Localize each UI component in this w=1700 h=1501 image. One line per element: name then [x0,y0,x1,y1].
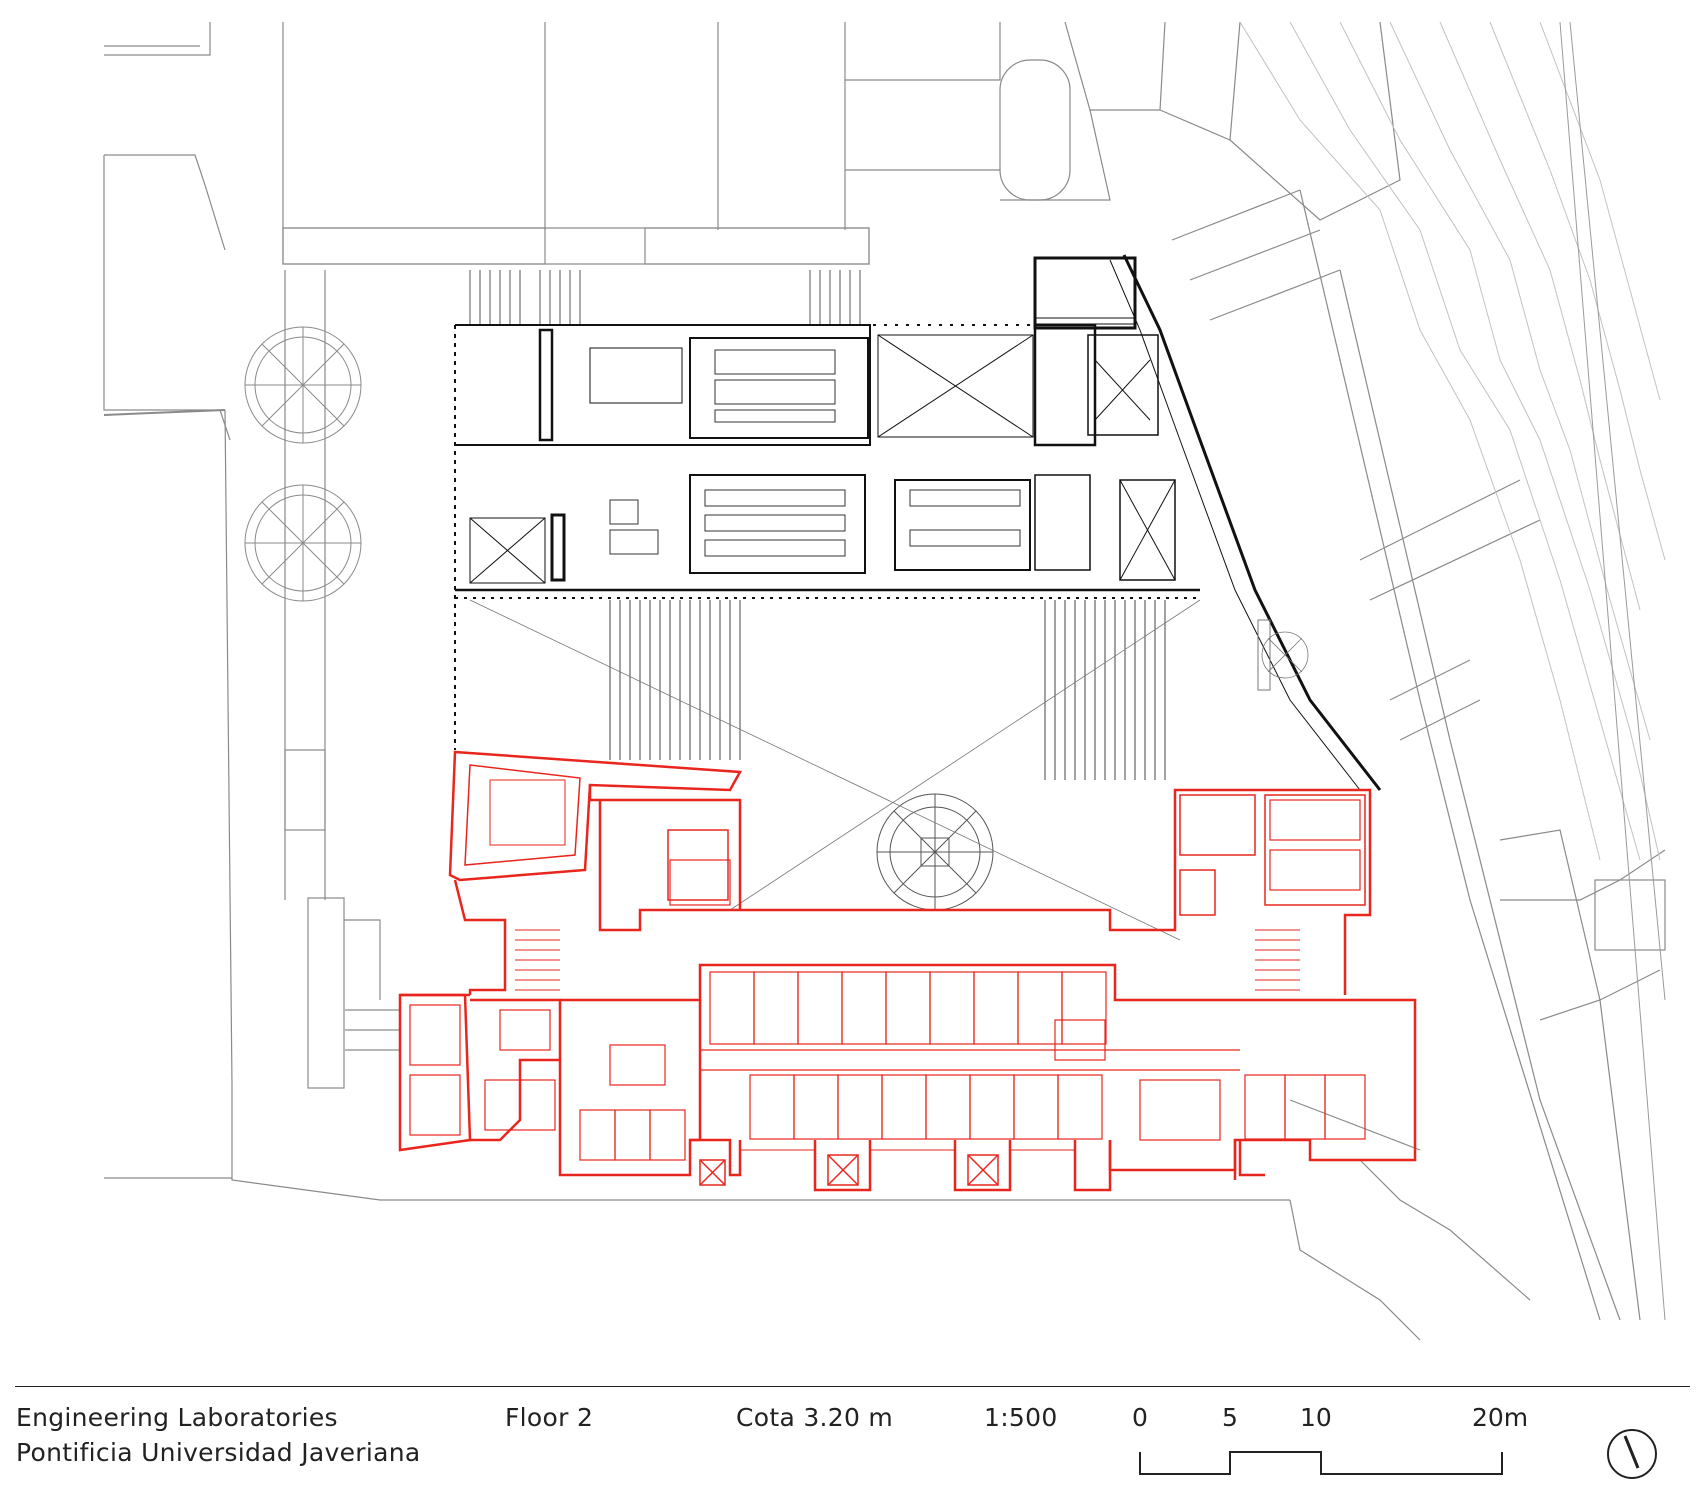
institution-name: Pontificia Universidad Javeriana [16,1438,421,1467]
atrium-void [469,599,1309,941]
shafts [699,1154,999,1186]
scale-tick-10: 10 [1300,1403,1332,1432]
lab-furniture [609,349,1021,557]
stepped-terraces [1559,21,1666,1321]
contour-lines [1239,21,1666,861]
floor-plan [103,21,1666,1341]
tree-icon [876,793,994,911]
north-building [454,254,1382,791]
scale-tick-0: 0 [1132,1403,1148,1432]
site-context [103,21,1666,1341]
office-modules [409,799,1366,1161]
scale-tick-5: 5 [1222,1403,1238,1432]
scale-tick-20: 20m [1472,1403,1529,1432]
south-building [398,750,1417,1192]
atrium-stairs [609,600,1166,780]
tree-icon [244,484,362,602]
south-stairs [515,929,1300,991]
elevation-label: Cota 3.20 m [736,1403,894,1432]
entrance-stairs [469,270,861,325]
project-title: Engineering Laboratories [16,1403,338,1432]
tree-icon [244,326,362,444]
floor-label: Floor 2 [505,1403,594,1432]
scale-ratio: 1:500 [984,1403,1058,1432]
footer-divider [15,1386,1690,1387]
